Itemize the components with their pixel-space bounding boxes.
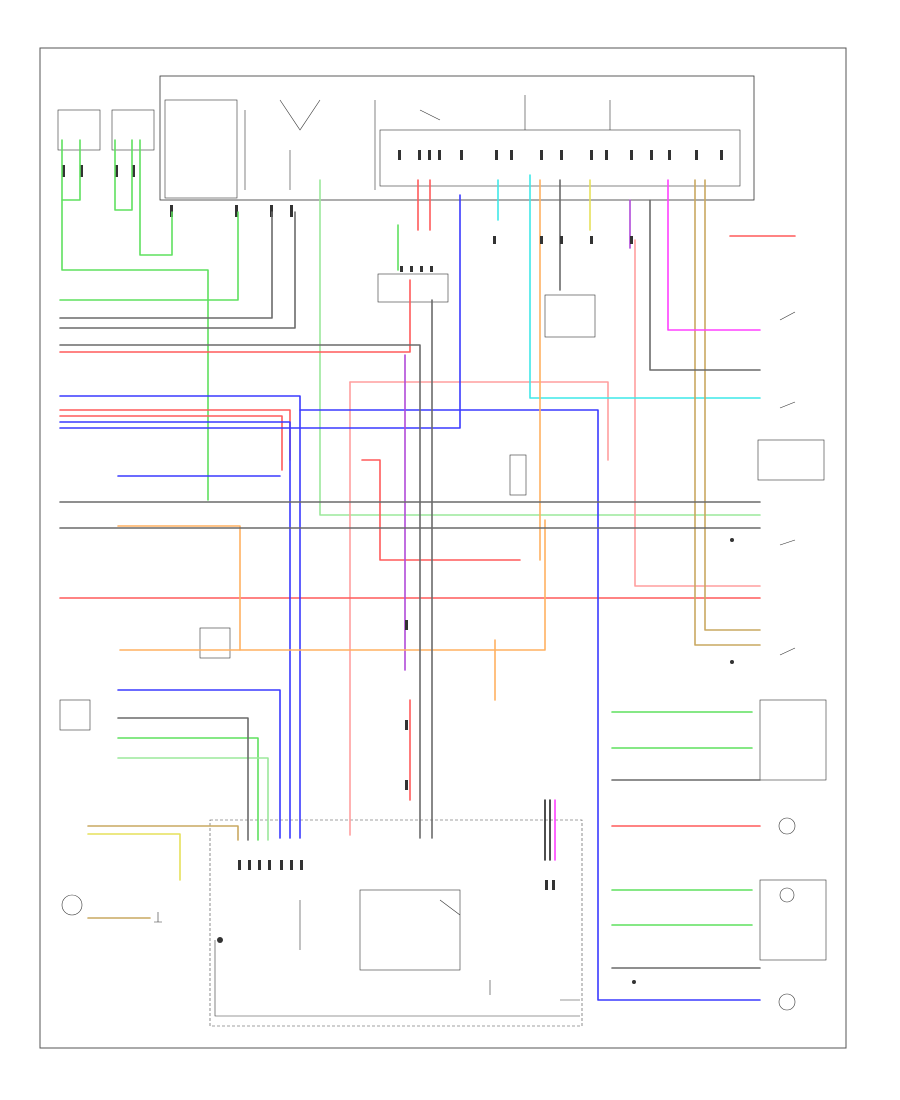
- wire-orange: [117, 179, 546, 701]
- center-components: [59, 273, 596, 916]
- control-module-bottom: [209, 819, 583, 1027]
- wire-magenta: [554, 179, 761, 861]
- left-door-switches: [57, 109, 293, 217]
- wire-cyan: [497, 174, 761, 399]
- wire-green: [59, 139, 761, 926]
- connector-marks: [217, 236, 734, 984]
- junction-block-top: [159, 75, 755, 201]
- wire-red: [59, 179, 796, 836]
- ground-symbols: [154, 912, 580, 1017]
- right-components: [757, 311, 827, 1011]
- wire-gray: [59, 179, 761, 969]
- wire-blue: [59, 194, 761, 1001]
- diagram-border: [39, 47, 847, 1049]
- wire-yellow: [87, 179, 761, 919]
